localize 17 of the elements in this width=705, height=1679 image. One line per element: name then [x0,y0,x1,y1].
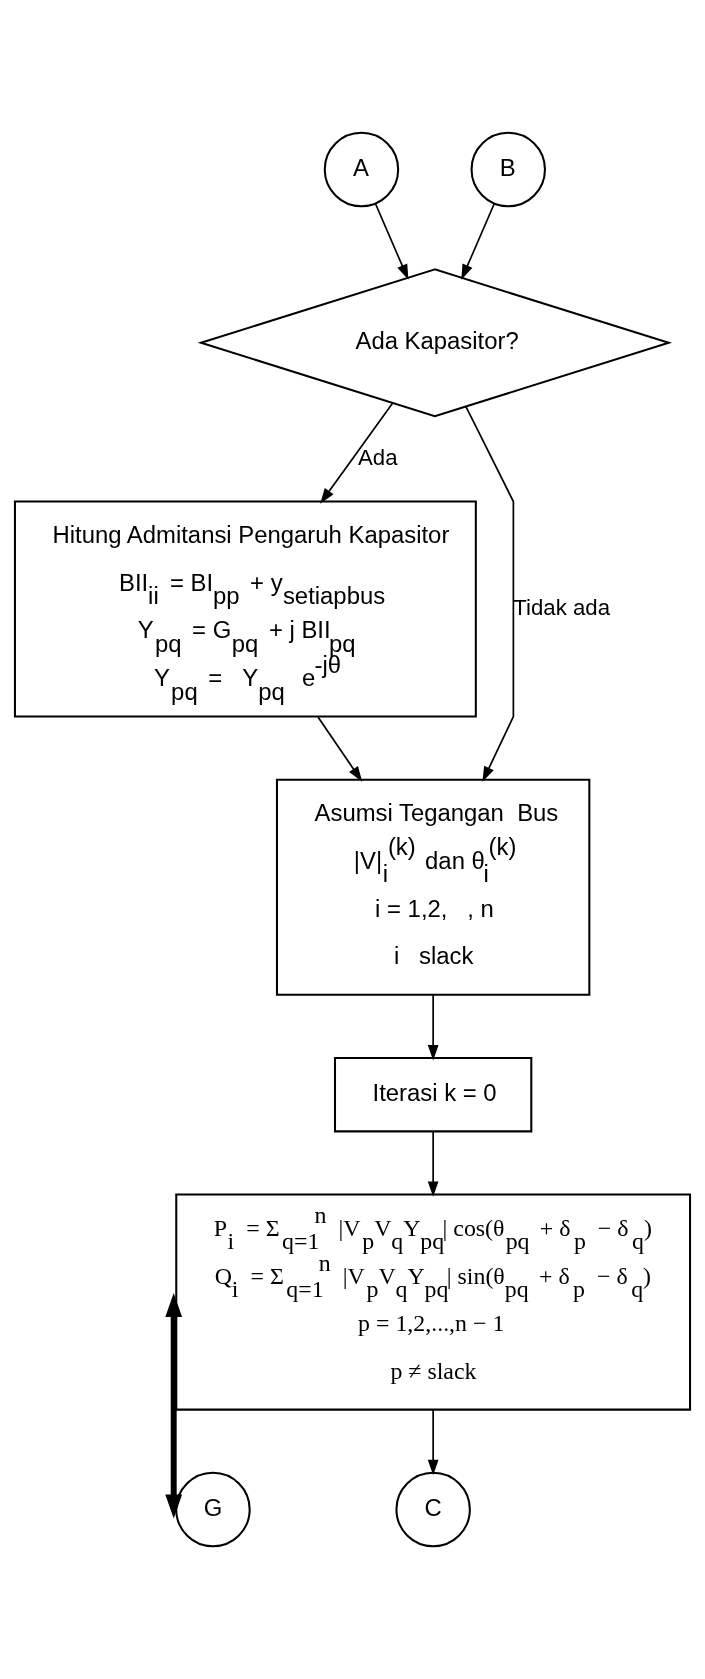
arrow [427,994,439,1061]
arrow [320,402,394,504]
arrow [427,1409,439,1476]
node-diamond: Ada Kapasitor? [197,268,673,418]
node-circle: C [395,1471,471,1548]
edge-label: Tidak ada [513,594,610,620]
arrow [465,405,515,782]
node-circle: G [175,1471,251,1548]
edge-label: Ada [358,444,398,470]
arrow [317,716,363,782]
node-circle: A [323,131,400,208]
arrow [374,203,409,280]
arrow [461,203,495,280]
node-circle: B [470,131,546,208]
arrow [427,1130,439,1197]
node-box: Iterasi k = 0 [333,1056,533,1133]
arrow [165,1293,183,1519]
